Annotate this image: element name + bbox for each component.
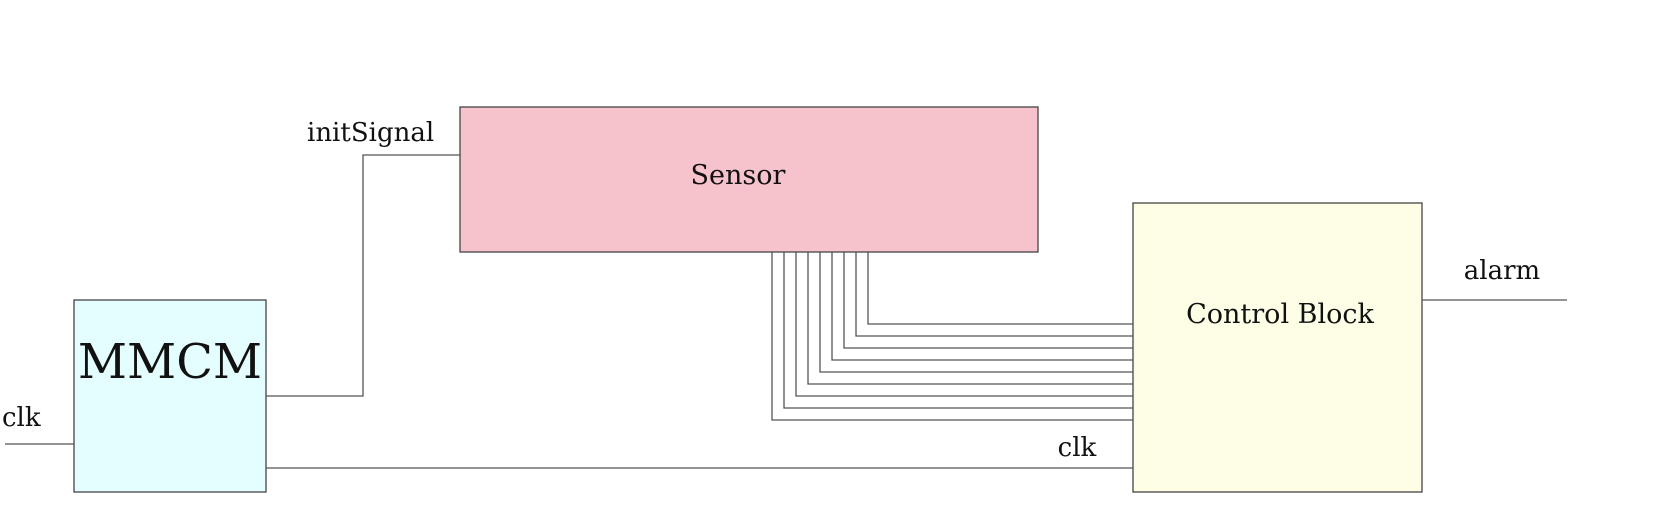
sensor-to-control-bus <box>771 252 1133 421</box>
bus-wire <box>819 252 1133 373</box>
sensor-block <box>459 106 1039 253</box>
init-signal-label: initSignal <box>307 118 434 148</box>
mmcm-label: MMCM <box>78 334 262 390</box>
bus-wire <box>867 252 1133 325</box>
clk-control-label: clk <box>1058 433 1097 463</box>
bus-wire <box>783 252 1133 409</box>
bus-wire <box>771 252 1133 421</box>
init-signal-wire <box>266 154 460 397</box>
sensor-label: Sensor <box>691 160 786 191</box>
bus-wire <box>795 252 1133 397</box>
bus-wire <box>855 252 1133 337</box>
bus-wire <box>843 252 1133 349</box>
bus-wire <box>807 252 1133 385</box>
control-block-label: Control Block <box>1186 299 1374 330</box>
control-block <box>1132 202 1423 493</box>
bus-wire <box>831 252 1133 361</box>
mmcm-block <box>73 299 267 493</box>
alarm-label: alarm <box>1464 256 1540 286</box>
clk-input-label: clk <box>2 403 41 433</box>
